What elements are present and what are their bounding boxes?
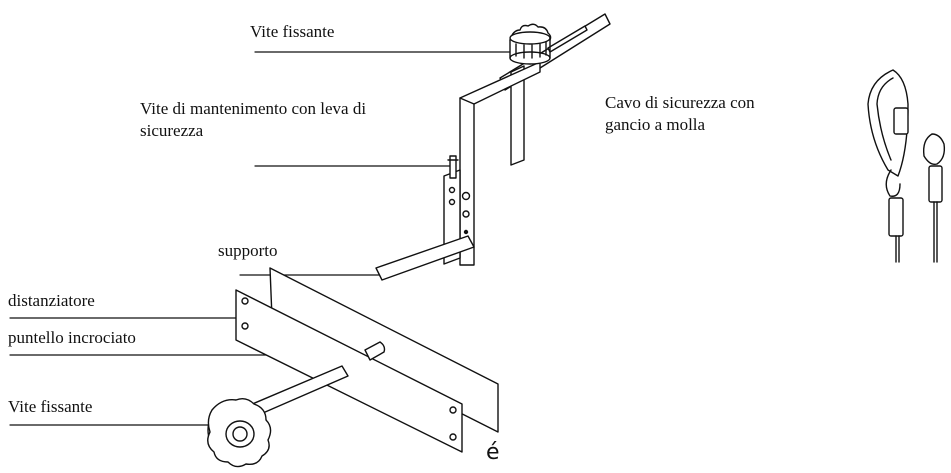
spacer-assembly [207, 267, 499, 468]
label-cavo-sicurezza: Cavo di sicurezza con gancio a molla [605, 93, 755, 134]
label-vite-mantenimento: Vite di mantenimento con leva di sicurez… [140, 99, 367, 140]
label-vite-fissante-bottom: Vite fissante [8, 397, 93, 416]
label-distanziatore: distanziatore [8, 291, 95, 310]
label-supporto: supporto [218, 241, 278, 260]
stray-glyph: é [486, 440, 500, 465]
safety-cable-loop [922, 133, 946, 263]
safety-cable-hook [867, 69, 909, 263]
bracket-assembly [375, 13, 611, 281]
label-puntello-incrociato: puntello incrociato [8, 328, 136, 347]
label-vite-fissante-top: Vite fissante [250, 22, 335, 41]
